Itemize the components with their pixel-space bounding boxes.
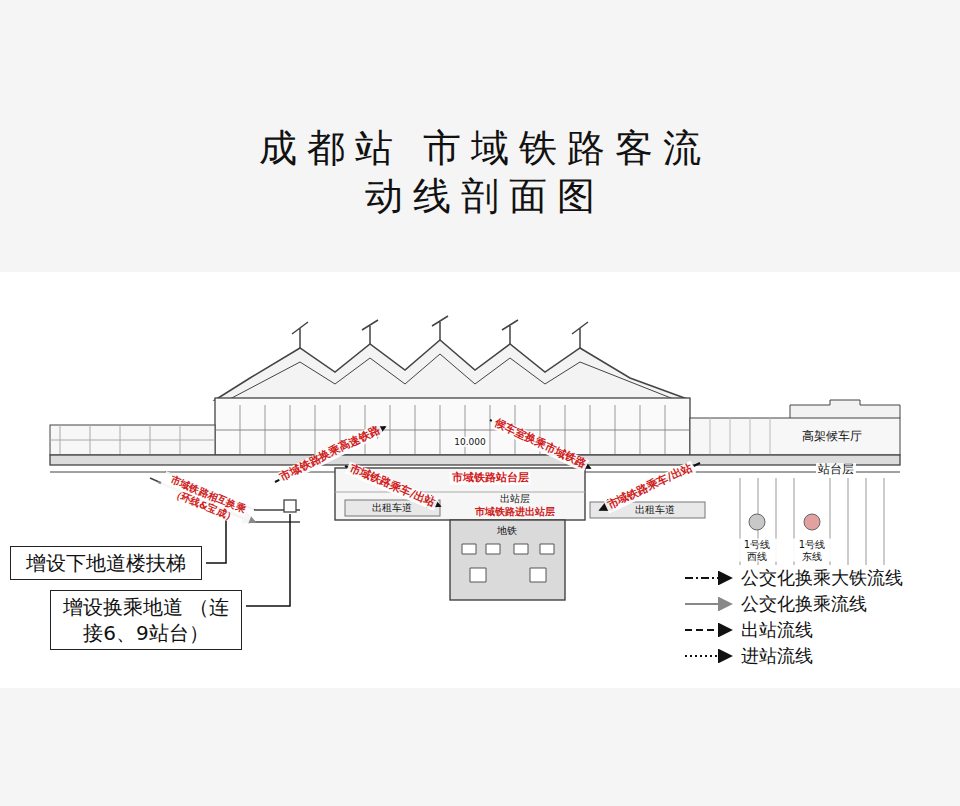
legend-text: 公交化换乘大铁流线 xyxy=(741,566,903,590)
section-label: 10.000 xyxy=(452,437,488,447)
callout-text: 增设换乘地道 （连接6、9站台） xyxy=(59,594,233,646)
section-label: 出租车道 xyxy=(370,502,414,514)
legend-sample xyxy=(683,597,735,611)
flow-label: 候车室换乘市域铁路 xyxy=(491,416,589,472)
callout-box: 增设换乘地道 （连接6、9站台） xyxy=(50,590,242,650)
section-label: 地铁 xyxy=(495,525,519,537)
callout-box: 增设下地道楼扶梯 xyxy=(10,546,202,580)
flow-label: 市域铁路站台层 xyxy=(450,472,531,485)
legend-text: 进站流线 xyxy=(741,644,813,668)
flow-label: 市域铁路进出站层 xyxy=(473,506,557,518)
section-label: 出租车道 xyxy=(633,504,677,516)
callout-text: 增设下地道楼扶梯 xyxy=(19,550,193,576)
section-label: 站台层 xyxy=(816,463,856,477)
section-label: 1号线 东线 xyxy=(792,539,832,562)
legend-text: 出站流线 xyxy=(741,618,813,642)
flow-label: 市域铁路相互换乘（环线&宝成） xyxy=(157,471,255,529)
page-title: 成都站 市域铁路客流动线剖面图 xyxy=(255,124,715,220)
section-label: 1号线 西线 xyxy=(737,539,777,562)
legend-row: 公交化换乘大铁流线 xyxy=(683,566,903,590)
section-label: 高架候车厅 xyxy=(800,430,864,444)
panel xyxy=(0,272,960,688)
legend-sample xyxy=(683,649,735,663)
legend-row: 公交化换乘流线 xyxy=(683,592,867,616)
legend-row: 出站流线 xyxy=(683,618,813,642)
legend-text: 公交化换乘流线 xyxy=(741,592,867,616)
section-label: 出站层 xyxy=(498,493,532,505)
legend-sample xyxy=(683,571,735,585)
legend-sample xyxy=(683,623,735,637)
legend-row: 进站流线 xyxy=(683,644,813,668)
